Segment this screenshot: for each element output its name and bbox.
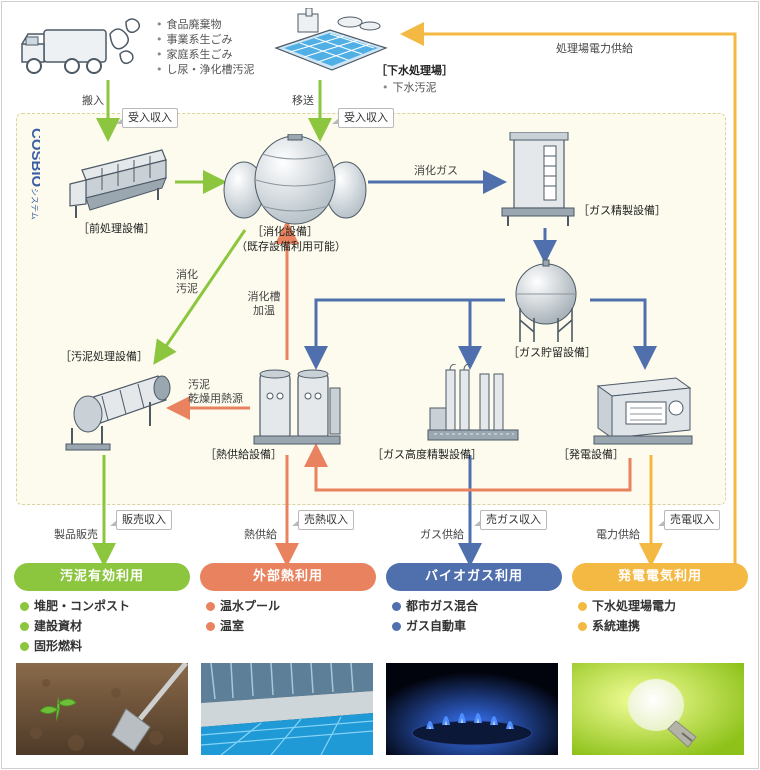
garbage-truck-icon: [21, 18, 141, 74]
arrow-gas-to-heat: [304, 298, 505, 370]
bullet-icon: [206, 601, 215, 611]
label-digester-heating: 消化槽 加温: [244, 290, 284, 318]
gas-holder-icon: [515, 259, 577, 342]
use-item: 固形燃料: [34, 639, 83, 653]
category-sludge-use: 汚泥有効利用: [14, 563, 190, 591]
sludge-use-list: 堆肥・コンポスト 建設資材 固形燃料: [20, 596, 130, 656]
category-biogas-use: バイオガス利用: [386, 563, 562, 591]
label-digested-sludge-1: 消化: [176, 268, 198, 281]
gas-upgrading-icon: [427, 364, 519, 441]
digestion-note: （既存設備利用可能）: [236, 240, 346, 253]
digestion-label: ［消化設備］: [252, 225, 318, 238]
use-item: 都市ガス混合: [406, 599, 479, 613]
arrow-digested-sludge: [153, 229, 247, 365]
badge-receipt-waste: 受入収入: [116, 108, 178, 128]
photo-indoor-pool: [201, 663, 373, 755]
gas-refining-icon: [501, 132, 575, 226]
use-item: 系統連携: [592, 619, 641, 633]
pretreatment-icon: [69, 149, 167, 218]
use-item: ガス自動車: [406, 619, 467, 633]
label-heat-supply: 熱供給: [244, 528, 277, 541]
pretreatment-label: ［前処理設備］: [78, 222, 155, 235]
label-sludge-dry-heat: 汚泥 乾燥用熱源: [188, 378, 243, 406]
photo-light-bulb: [572, 663, 744, 755]
power-generation-label: ［発電設備］: [558, 448, 624, 461]
bullet-icon: [20, 641, 29, 651]
list-item: 都市ガス混合: [392, 596, 478, 616]
label-digested-sludge: 消化 汚泥: [170, 268, 204, 296]
list-item: 建設資材: [20, 616, 130, 636]
bullet-icon: [392, 601, 401, 611]
waste-source-list: 食品廃棄物 事業系生ごみ 家庭系生ごみ し尿・浄化槽汚泥: [156, 17, 255, 77]
bullet-icon: [206, 621, 215, 631]
cosbio-brand: COSBIO システム: [18, 126, 40, 226]
use-item: 堆肥・コンポスト: [34, 599, 131, 613]
waste-item: 事業系生ごみ: [156, 32, 255, 47]
label-carry-in: 搬入: [82, 94, 104, 107]
list-item: 温水プール: [206, 596, 280, 616]
label-sludge-dry-heat-1: 汚泥: [188, 378, 210, 391]
arrow-power-waste-heat: [304, 443, 632, 492]
sewage-item: 下水汚泥: [382, 80, 437, 95]
label-transfer: 移送: [292, 94, 314, 107]
arrow-gas-to-power: [590, 298, 657, 370]
label-digester-heating-2: 加温: [253, 304, 275, 317]
sludge-treatment-label: ［汚泥処理設備］: [60, 350, 148, 363]
label-digestion-gas: 消化ガス: [414, 164, 458, 177]
gas-upgrading-label: ［ガス高度精製設備］: [372, 448, 482, 461]
photo-soil-shovel: [16, 663, 188, 755]
list-item: ガス自動車: [392, 616, 478, 636]
label-sludge-dry-heat-2: 乾燥用熱源: [188, 392, 243, 405]
label-gas-supply: ガス供給: [420, 528, 464, 541]
badge-heat-sales: 売熱収入: [292, 510, 354, 530]
label-product-sales: 製品販売: [54, 528, 98, 541]
heat-use-list: 温水プール 温室: [206, 596, 280, 636]
arrow-plant-power-supply: [400, 22, 737, 568]
use-item: 建設資材: [34, 619, 83, 633]
power-use-list: 下水処理場電力 系統連携: [578, 596, 676, 636]
bullet-icon: [578, 621, 587, 631]
waste-item: し尿・浄化槽汚泥: [156, 62, 255, 77]
gas-refining-label: ［ガス精製設備］: [578, 204, 666, 217]
generator-icon: [593, 377, 693, 445]
sewage-source-list: 下水汚泥: [382, 80, 437, 95]
list-item: 下水処理場電力: [578, 596, 676, 616]
badge-receipt-sewage: 受入収入: [332, 108, 394, 128]
category-power-use: 発電電気利用: [572, 563, 748, 591]
list-item: 温室: [206, 616, 280, 636]
biogas-use-list: 都市ガス混合 ガス自動車: [392, 596, 478, 636]
label-digester-heating-1: 消化槽: [247, 290, 281, 303]
heat-supply-label: ［熱供給設備］: [205, 448, 282, 461]
label-power-supply: 電力供給: [596, 528, 640, 541]
badge-sales: 販売収入: [110, 510, 172, 530]
boiler-icon: [253, 369, 341, 445]
bullet-icon: [578, 601, 587, 611]
sludge-dryer-icon: [65, 375, 171, 451]
list-item: 系統連携: [578, 616, 676, 636]
label-digested-sludge-2: 汚泥: [176, 282, 198, 295]
use-item: 温室: [220, 619, 245, 633]
label-plant-power-supply: 処理場電力供給: [556, 42, 633, 55]
brand-main: COSBIO: [28, 128, 40, 188]
brand-sub: システム: [30, 188, 39, 220]
photo-gas-flame: [386, 663, 558, 755]
use-item: 温水プール: [220, 599, 281, 613]
sewage-plant-icon: [274, 8, 388, 71]
bullet-icon: [392, 621, 401, 631]
badge-gas-sales: 売ガス収入: [474, 510, 547, 530]
bullet-icon: [20, 621, 29, 631]
waste-item: 食品廃棄物: [156, 17, 255, 32]
bullet-icon: [20, 601, 29, 611]
sewage-plant-title: ［下水処理場］: [376, 64, 453, 77]
waste-item: 家庭系生ごみ: [156, 47, 255, 62]
digester-icon: [223, 134, 367, 225]
list-item: 堆肥・コンポスト: [20, 596, 130, 616]
use-item: 下水処理場電力: [592, 599, 677, 613]
badge-power-sales: 売電収入: [658, 510, 720, 530]
gas-storage-label: ［ガス貯留設備］: [508, 346, 596, 359]
category-external-heat: 外部熱利用: [200, 563, 376, 591]
list-item: 固形燃料: [20, 636, 130, 656]
